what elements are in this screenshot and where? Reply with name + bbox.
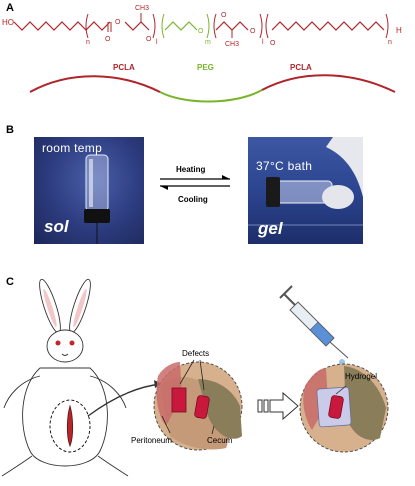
- ch3-right: CH3: [225, 41, 239, 48]
- carbonyl-o-1: O: [105, 36, 111, 43]
- block-label-pcla-left: PCLA: [113, 63, 135, 72]
- ch3-left: CH3: [135, 5, 149, 12]
- heating-label: Heating: [176, 165, 205, 174]
- hydrogel-label: Hydrogel: [345, 372, 377, 381]
- peg-o: O: [198, 28, 204, 35]
- gel-state-label: gel: [258, 219, 283, 238]
- h-end: H: [396, 26, 402, 35]
- pcla-segment-right: [261, 74, 396, 93]
- subscript-m: m: [205, 39, 211, 46]
- subscript-n-right: n: [388, 39, 392, 46]
- gel-photo: 37°C bath gel: [248, 137, 363, 244]
- pcla-segment-left: [29, 75, 161, 93]
- block-label-pcla-right: PCLA: [290, 63, 312, 72]
- block-label-peg: PEG: [197, 63, 214, 72]
- cecum-label: Cecum: [207, 436, 233, 445]
- peg-chain: [164, 21, 198, 31]
- gel-photo-caption: 37°C bath: [256, 159, 313, 173]
- surgical-schematic: Defects Peritoneum Cecum Hydrogel: [1, 278, 389, 477]
- panel-c-label: C: [6, 276, 14, 288]
- polymer-structure: HO O O CH3 O n l O m CH3 O O l O n H PCL…: [2, 5, 402, 103]
- peg-segment: [159, 89, 263, 103]
- syringe-icon: [279, 285, 349, 365]
- carbonyl-o-2: O: [146, 36, 152, 43]
- rabbit-illustration: [1, 278, 129, 477]
- pcl-chain-left: [13, 21, 111, 31]
- panel-b-label: B: [6, 124, 14, 136]
- gel-vial: [248, 137, 363, 226]
- sol-vial: [84, 154, 110, 244]
- defects-label: Defects: [182, 349, 209, 358]
- carbonyl-o-4: O: [270, 40, 276, 47]
- ho-group: HO: [2, 18, 14, 27]
- ester-o-2: O: [250, 28, 256, 35]
- sol-state-label: sol: [44, 217, 69, 236]
- phase-transition-arrows: Heating Cooling: [160, 165, 230, 204]
- cooling-label: Cooling: [178, 195, 208, 204]
- subscript-n-left: n: [86, 39, 90, 46]
- sol-photo: room temp sol: [34, 137, 144, 244]
- hydrogel-detail: [299, 363, 389, 453]
- carbonyl-o-3: O: [221, 12, 227, 19]
- peritoneum-label: Peritoneum: [131, 436, 172, 445]
- sol-photo-caption: room temp: [42, 141, 103, 155]
- defects-detail: [153, 359, 243, 451]
- process-arrow: [257, 391, 299, 421]
- pcl-chain-right: [271, 21, 385, 31]
- ester-o-1: O: [115, 19, 121, 26]
- subscript-l-right: l: [262, 39, 264, 46]
- panel-a-label: A: [6, 2, 14, 14]
- subscript-l-left: l: [156, 39, 158, 46]
